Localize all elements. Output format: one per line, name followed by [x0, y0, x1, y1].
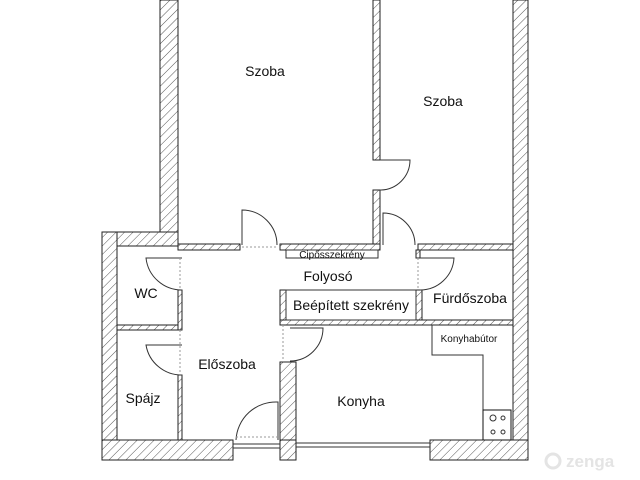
door-swing: [145, 344, 183, 376]
kitchen-furniture-outline: [431, 325, 484, 410]
door-swing: [235, 401, 279, 441]
watermark-text: zenga: [566, 452, 615, 471]
label-kitchen-furniture: Konyhabútor: [441, 334, 498, 345]
stove-icon: [482, 409, 512, 441]
watermark: zenga: [544, 452, 615, 471]
door-swing: [289, 327, 324, 362]
door-swing: [419, 257, 455, 291]
room-label-bathroom: Fürdőszoba: [433, 290, 507, 306]
room-label-kitchen: Konyha: [337, 393, 385, 409]
room-label-szoba-right: Szoba: [423, 93, 463, 109]
label-shoe-cabinet: Cipősszekrény: [299, 250, 365, 261]
room-label-wc: WC: [134, 285, 157, 301]
room-label-hall: Előszoba: [198, 356, 256, 372]
wardrobe-outline: [285, 289, 417, 321]
doors: [145, 159, 455, 441]
fixtures: [233, 249, 512, 449]
zenga-logo-icon: [544, 452, 562, 470]
room-label-corridor: Folyosó: [303, 268, 352, 284]
door-swing: [379, 159, 411, 191]
door-swing: [382, 212, 416, 246]
shoe-cabinet-outline: [285, 249, 379, 259]
walls: [101, 0, 529, 461]
door-swing: [145, 257, 183, 291]
room-label-pantry: Spájz: [125, 390, 160, 406]
room-labels: Szoba Szoba Cipősszekrény Folyosó WC Beé…: [125, 63, 507, 409]
room-label-szoba-left: Szoba: [245, 63, 285, 79]
label-built-in-wardrobe: Beépített szekrény: [293, 297, 409, 313]
door-swing: [241, 209, 278, 246]
